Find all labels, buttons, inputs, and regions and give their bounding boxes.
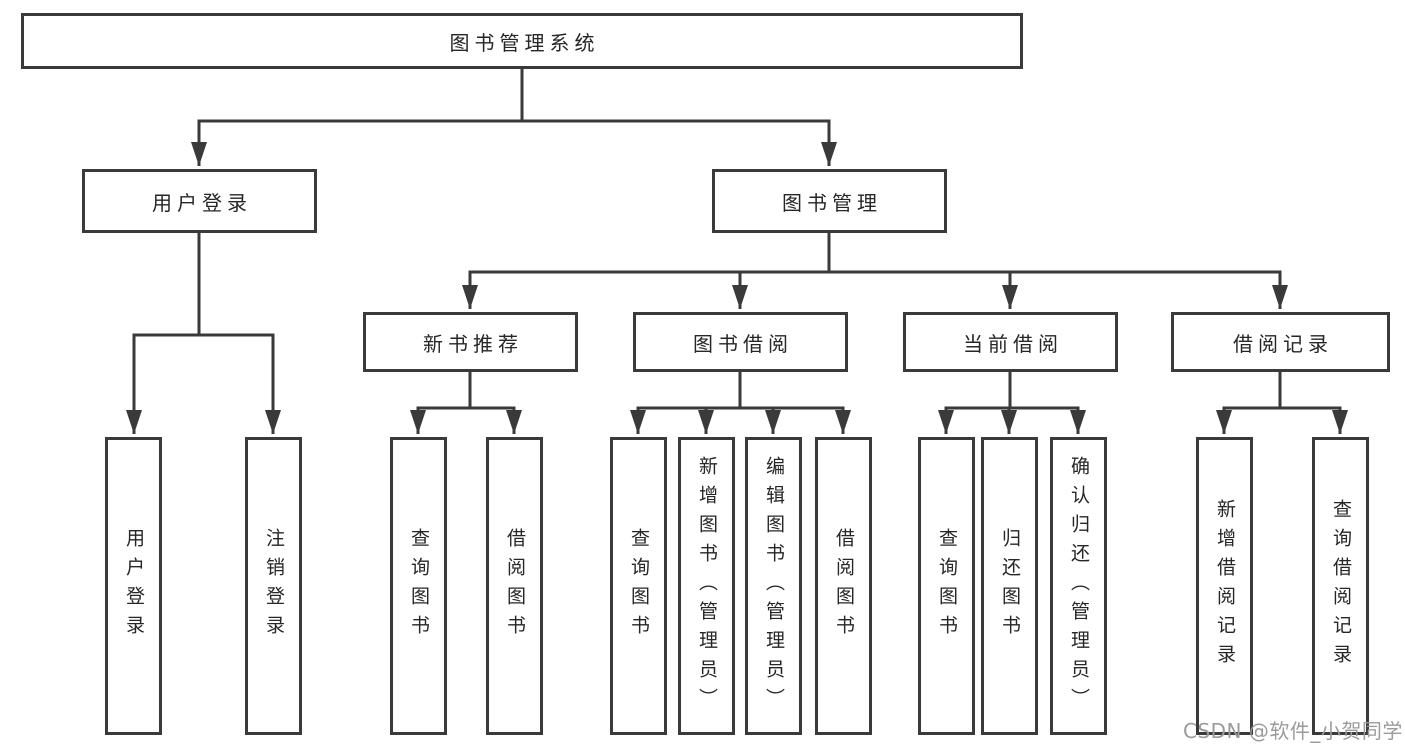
leaf-logout: 注销登录 — [245, 437, 302, 735]
node-new-book-recommend: 新书推荐 — [363, 312, 578, 372]
leaf-query-books-borrowing: 查询图书 — [610, 437, 667, 735]
node-current-borrowing: 当前借阅 — [903, 312, 1118, 372]
leaf-query-borrow-record: 查询借阅记录 — [1312, 437, 1369, 735]
leaf-query-books-recommend: 查询图书 — [390, 437, 447, 735]
node-book-borrowing: 图书借阅 — [633, 312, 848, 372]
leaf-borrow-books-borrowing: 借阅图书 — [815, 437, 872, 735]
node-user-login-group: 用户登录 — [82, 169, 317, 233]
node-book-management-group: 图书管理 — [712, 169, 947, 233]
leaf-add-borrow-record: 新增借阅记录 — [1196, 437, 1253, 735]
node-borrowing-records: 借阅记录 — [1171, 312, 1390, 372]
leaf-query-books-current: 查询图书 — [918, 437, 975, 735]
node-library-management-system: 图书管理系统 — [21, 13, 1023, 69]
leaf-user-login: 用户登录 — [105, 437, 162, 735]
leaf-borrow-books-recommend: 借阅图书 — [486, 437, 543, 735]
leaf-return-books: 归还图书 — [981, 437, 1038, 735]
leaf-confirm-return-admin: 确认归还（管理员） — [1050, 437, 1107, 735]
csdn-watermark: CSDN @软件_小贺同学 — [1183, 719, 1403, 743]
leaf-add-books-admin: 新增图书（管理员） — [678, 437, 735, 735]
leaf-edit-books-admin: 编辑图书（管理员） — [745, 437, 802, 735]
